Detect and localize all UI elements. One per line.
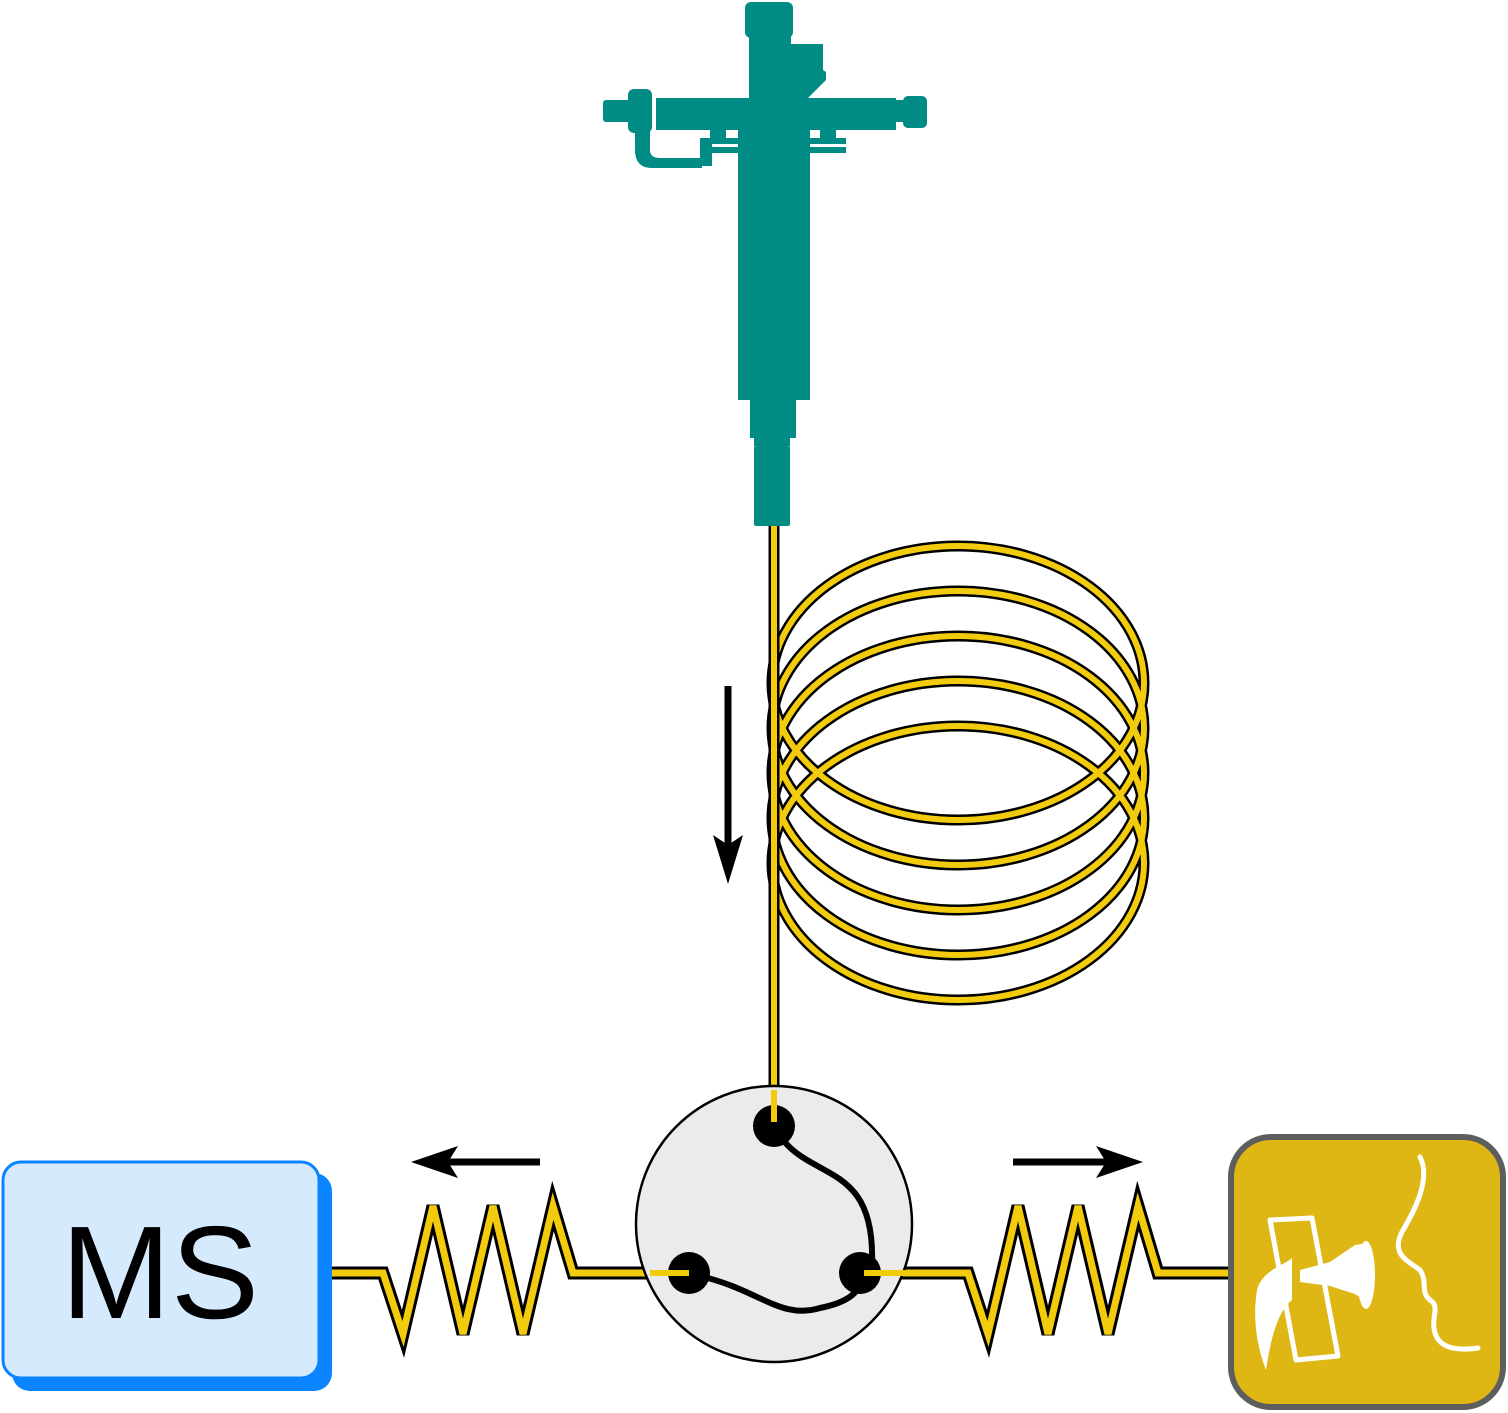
- sniff-port-icon: [1228, 1134, 1506, 1410]
- flow-left-arrow: [411, 1146, 540, 1178]
- ms-label: MS: [61, 1199, 259, 1346]
- ms-detector: MS: [1, 1160, 332, 1391]
- valve-port-right: [839, 1252, 881, 1294]
- flow-down-arrow: [713, 686, 743, 884]
- gc-injector-icon: [603, 2, 927, 526]
- valve-port-top: [753, 1105, 795, 1147]
- flow-right-arrow: [1013, 1146, 1143, 1178]
- capillary-column-coil: [766, 540, 1150, 1006]
- restrictor-right: [858, 1180, 1232, 1359]
- splitter-valve: [634, 1084, 914, 1364]
- restrictor-left: [322, 1180, 690, 1359]
